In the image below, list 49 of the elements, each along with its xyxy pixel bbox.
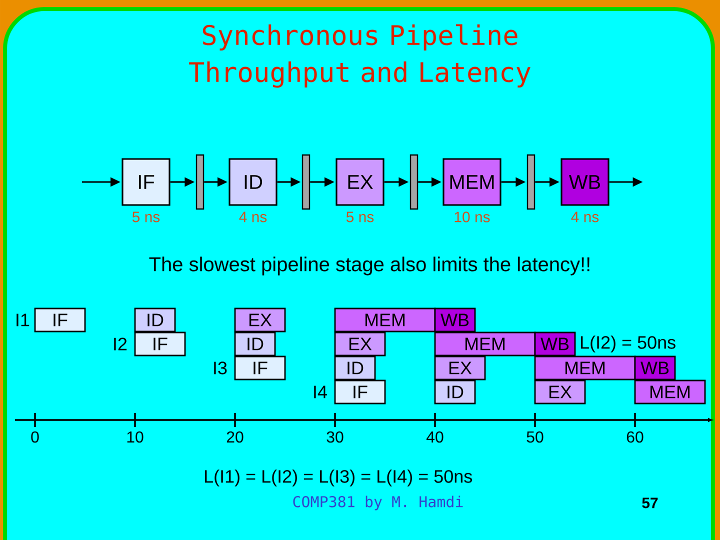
- latency-equation: L(I1) = L(I2) = L(I3) = L(I4) = 50ns: [205, 470, 472, 486]
- timeline-box: WB: [534, 332, 576, 356]
- pipeline-latch: [410, 154, 418, 210]
- instruction-label: I2: [114, 338, 127, 350]
- latency-label: L(I2) = 50ns: [581, 336, 676, 352]
- timeline-box: ID: [334, 356, 376, 380]
- tick-label: 0: [31, 431, 39, 443]
- timeline-box: EX: [234, 308, 286, 332]
- timeline-box: MEM: [534, 356, 636, 380]
- timeline-box: IF: [134, 332, 186, 356]
- stage-box: WB: [560, 158, 610, 206]
- stage-box: ID: [228, 158, 278, 206]
- tick-label: 20: [226, 431, 244, 443]
- stage-box: EX: [336, 158, 384, 206]
- footer-text: COMP381 by M. Hamdi: [293, 496, 463, 510]
- timeline-box: EX: [334, 332, 386, 356]
- timeline-box: EX: [534, 380, 586, 404]
- timeline-box: IF: [234, 356, 286, 380]
- title: Synchronous Pipeline Throughput and Latency: [189, 24, 530, 88]
- timeline-box: MEM: [434, 332, 536, 356]
- timeline-box: ID: [134, 308, 176, 332]
- timeline-box: ID: [234, 332, 276, 356]
- stage-time: 4 ns: [571, 212, 599, 222]
- pipeline-latch: [196, 154, 204, 210]
- tick-label: 30: [326, 431, 344, 443]
- timeline-box: WB: [634, 356, 676, 380]
- timeline-box: ID: [434, 380, 476, 404]
- note: The slowest pipeline stage also limits the latency!!: [149, 256, 590, 276]
- stage-box: IF: [122, 158, 170, 206]
- stage-time: 10 ns: [454, 212, 490, 222]
- pipeline-latch: [302, 154, 310, 210]
- stage-box: MEM: [442, 158, 502, 206]
- timeline-box: MEM: [334, 308, 436, 332]
- tick-label: 60: [626, 431, 644, 443]
- tick-label: 50: [526, 431, 544, 443]
- timeline-box: EX: [434, 356, 486, 380]
- timeline-box: IF: [334, 380, 386, 404]
- timeline-box: WB: [434, 308, 476, 332]
- stage-time: 5 ns: [346, 212, 374, 222]
- timeline-box: MEM: [634, 380, 706, 404]
- tick-label: 10: [127, 431, 144, 443]
- instruction-label: I4: [314, 386, 327, 398]
- stage-time: 5 ns: [132, 212, 160, 222]
- instruction-label: I3: [214, 362, 227, 374]
- tick-label: 40: [426, 431, 444, 443]
- timeline-box: IF: [34, 308, 86, 332]
- stage-time: 4 ns: [239, 212, 267, 222]
- pipeline-latch: [526, 154, 536, 210]
- page-number: 57: [642, 498, 658, 508]
